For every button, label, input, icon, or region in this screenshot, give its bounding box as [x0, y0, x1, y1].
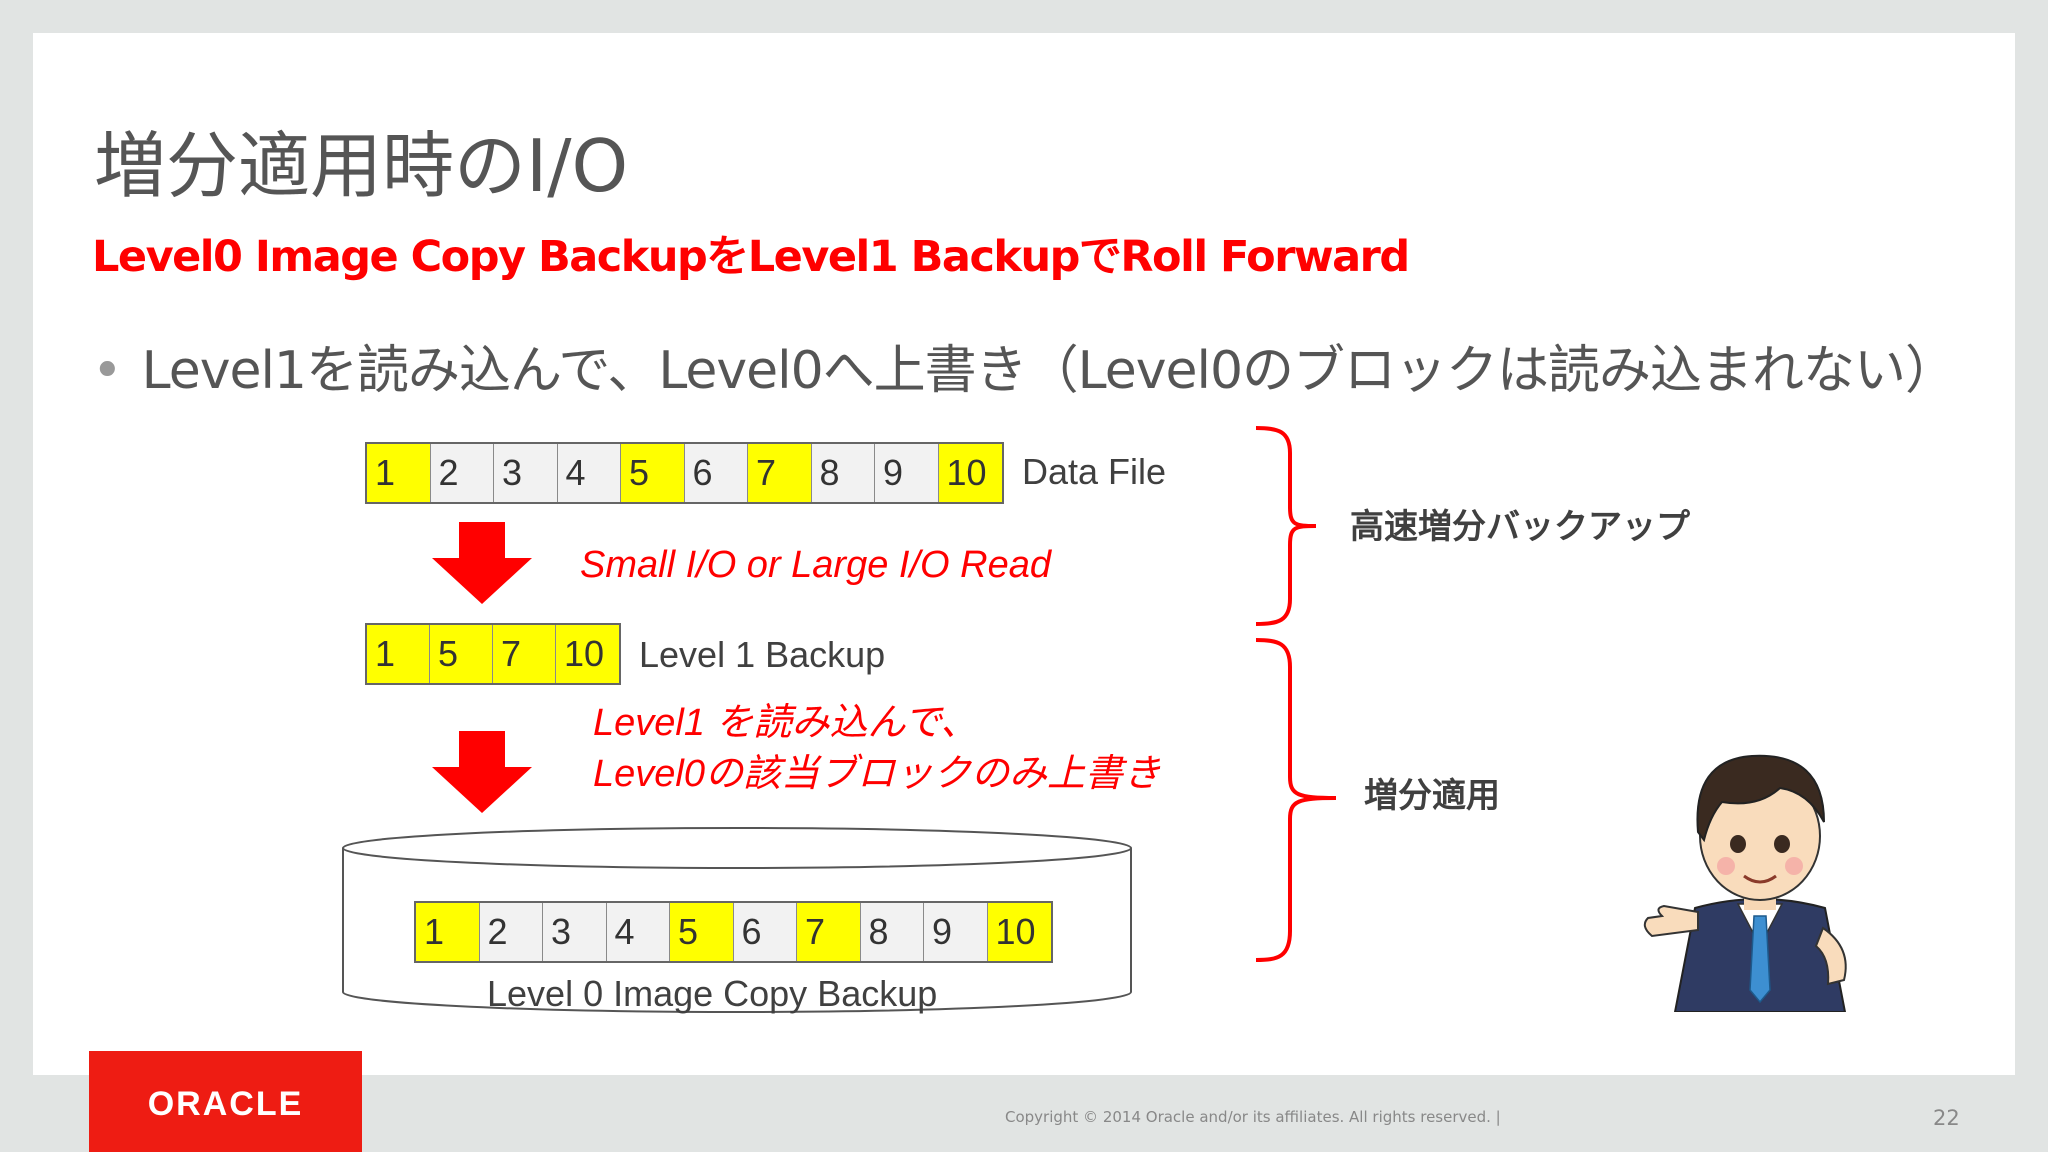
presenter-character-icon — [1643, 754, 1847, 1012]
slide-subtitle: Level0 Image Copy BackupをLevel1 BackupでR… — [92, 232, 1410, 282]
block-cell: 3 — [494, 444, 558, 502]
block-cell: 10 — [987, 903, 1051, 961]
down-arrow-icon — [432, 731, 532, 813]
level0-backup-label: Level 0 Image Copy Backup — [487, 973, 938, 1014]
block-cell: 2 — [430, 444, 494, 502]
block-cell: 9 — [875, 444, 939, 502]
block-cell: 5 — [670, 903, 734, 961]
block-cell: 1 — [367, 625, 430, 683]
brace-bottom-icon — [1255, 638, 1337, 962]
block-cell: 6 — [684, 444, 748, 502]
brace-top-icon — [1255, 426, 1317, 626]
block-cell: 5 — [621, 444, 685, 502]
apply-note-line2: Level0の該当ブロックのみ上書き — [593, 753, 1161, 796]
block-cell: 6 — [733, 903, 797, 961]
slide-title: 増分適用時のI/O — [94, 124, 629, 208]
block-cell: 4 — [606, 903, 670, 961]
block-cell: 1 — [367, 444, 431, 502]
block-cell: 2 — [479, 903, 543, 961]
fast-incremental-backup-label: 高速増分バックアップ — [1350, 507, 1690, 547]
block-cell: 9 — [924, 903, 988, 961]
down-arrow-icon — [432, 522, 532, 604]
level1-backup-label: Level 1 Backup — [639, 634, 886, 675]
block-cell: 7 — [493, 625, 556, 683]
incremental-apply-label: 増分適用 — [1364, 776, 1500, 816]
oracle-logo: ORACLE — [89, 1051, 362, 1152]
block-cell: 1 — [416, 903, 480, 961]
bullet-icon: • — [92, 341, 123, 401]
block-cell: 8 — [860, 903, 924, 961]
apply-note-line1: Level1 を読み込んで、 — [593, 702, 979, 744]
block-cell: 10 — [556, 625, 619, 683]
block-cell: 5 — [430, 625, 493, 683]
page-number: 22 — [1933, 1106, 1960, 1130]
block-cell: 7 — [797, 903, 861, 961]
block-cell: 10 — [938, 444, 1002, 502]
read-io-note: Small I/O or Large I/O Read — [580, 544, 1051, 586]
apply-note: Level1 を読み込んで、 Level0の該当ブロックのみ上書き — [593, 698, 1161, 801]
block-cell: 7 — [748, 444, 812, 502]
bullet-point: •Level1を読み込んで、Level0へ上書き（Level0のブロックは読み込… — [92, 345, 1957, 397]
block-cell: 8 — [811, 444, 875, 502]
data-file-label: Data File — [1022, 451, 1167, 492]
bullet-text: Level1を読み込んで、Level0へ上書き（Level0のブロックは読み込ま… — [141, 341, 1957, 401]
block-cell: 3 — [543, 903, 607, 961]
block-cell: 4 — [557, 444, 621, 502]
copyright-text: Copyright © 2014 Oracle and/or its affil… — [1005, 1108, 1501, 1126]
